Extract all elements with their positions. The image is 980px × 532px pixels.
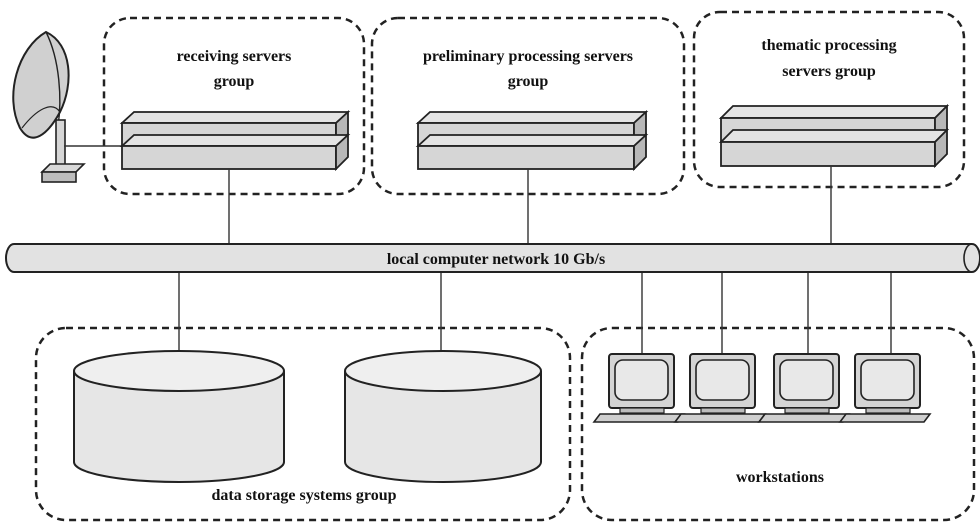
thematic-processing-group-box: [692, 10, 966, 189]
receiving-group-title-line2: group: [214, 73, 255, 90]
preliminary-server-stack-icon: [415, 109, 649, 172]
satellite-dish-icon: [12, 30, 124, 183]
network-label: local computer network 10 Gb/s: [387, 251, 605, 268]
computer-workstation-icon: [838, 353, 932, 423]
computer-workstation-icon: [592, 353, 686, 423]
data-storage-group-box: [34, 326, 572, 522]
storage-group-label: data storage systems group: [211, 487, 396, 504]
preliminary-group-title-line1: preliminary processing servers: [423, 48, 633, 65]
workstations-group-label: workstations: [736, 469, 824, 486]
computer-workstation-icon: [757, 353, 851, 423]
storage-cylinder-icon: [73, 350, 285, 483]
thematic-server-stack-icon: [718, 103, 950, 169]
thematic-group-title-line2: servers group: [782, 63, 876, 80]
receiving-servers-group-box: [102, 16, 366, 196]
workstations-group-box: [580, 326, 976, 522]
computer-workstation-icon: [673, 353, 767, 423]
receiving-server-stack-icon: [119, 109, 351, 172]
preliminary-processing-group-box: [370, 16, 686, 196]
thematic-group-title-line1: thematic processing: [761, 37, 896, 54]
network-bus: [5, 243, 980, 273]
storage-cylinder-icon: [344, 350, 542, 483]
receiving-group-title-line1: receiving servers: [177, 48, 292, 65]
preliminary-group-title-line2: group: [508, 73, 549, 90]
